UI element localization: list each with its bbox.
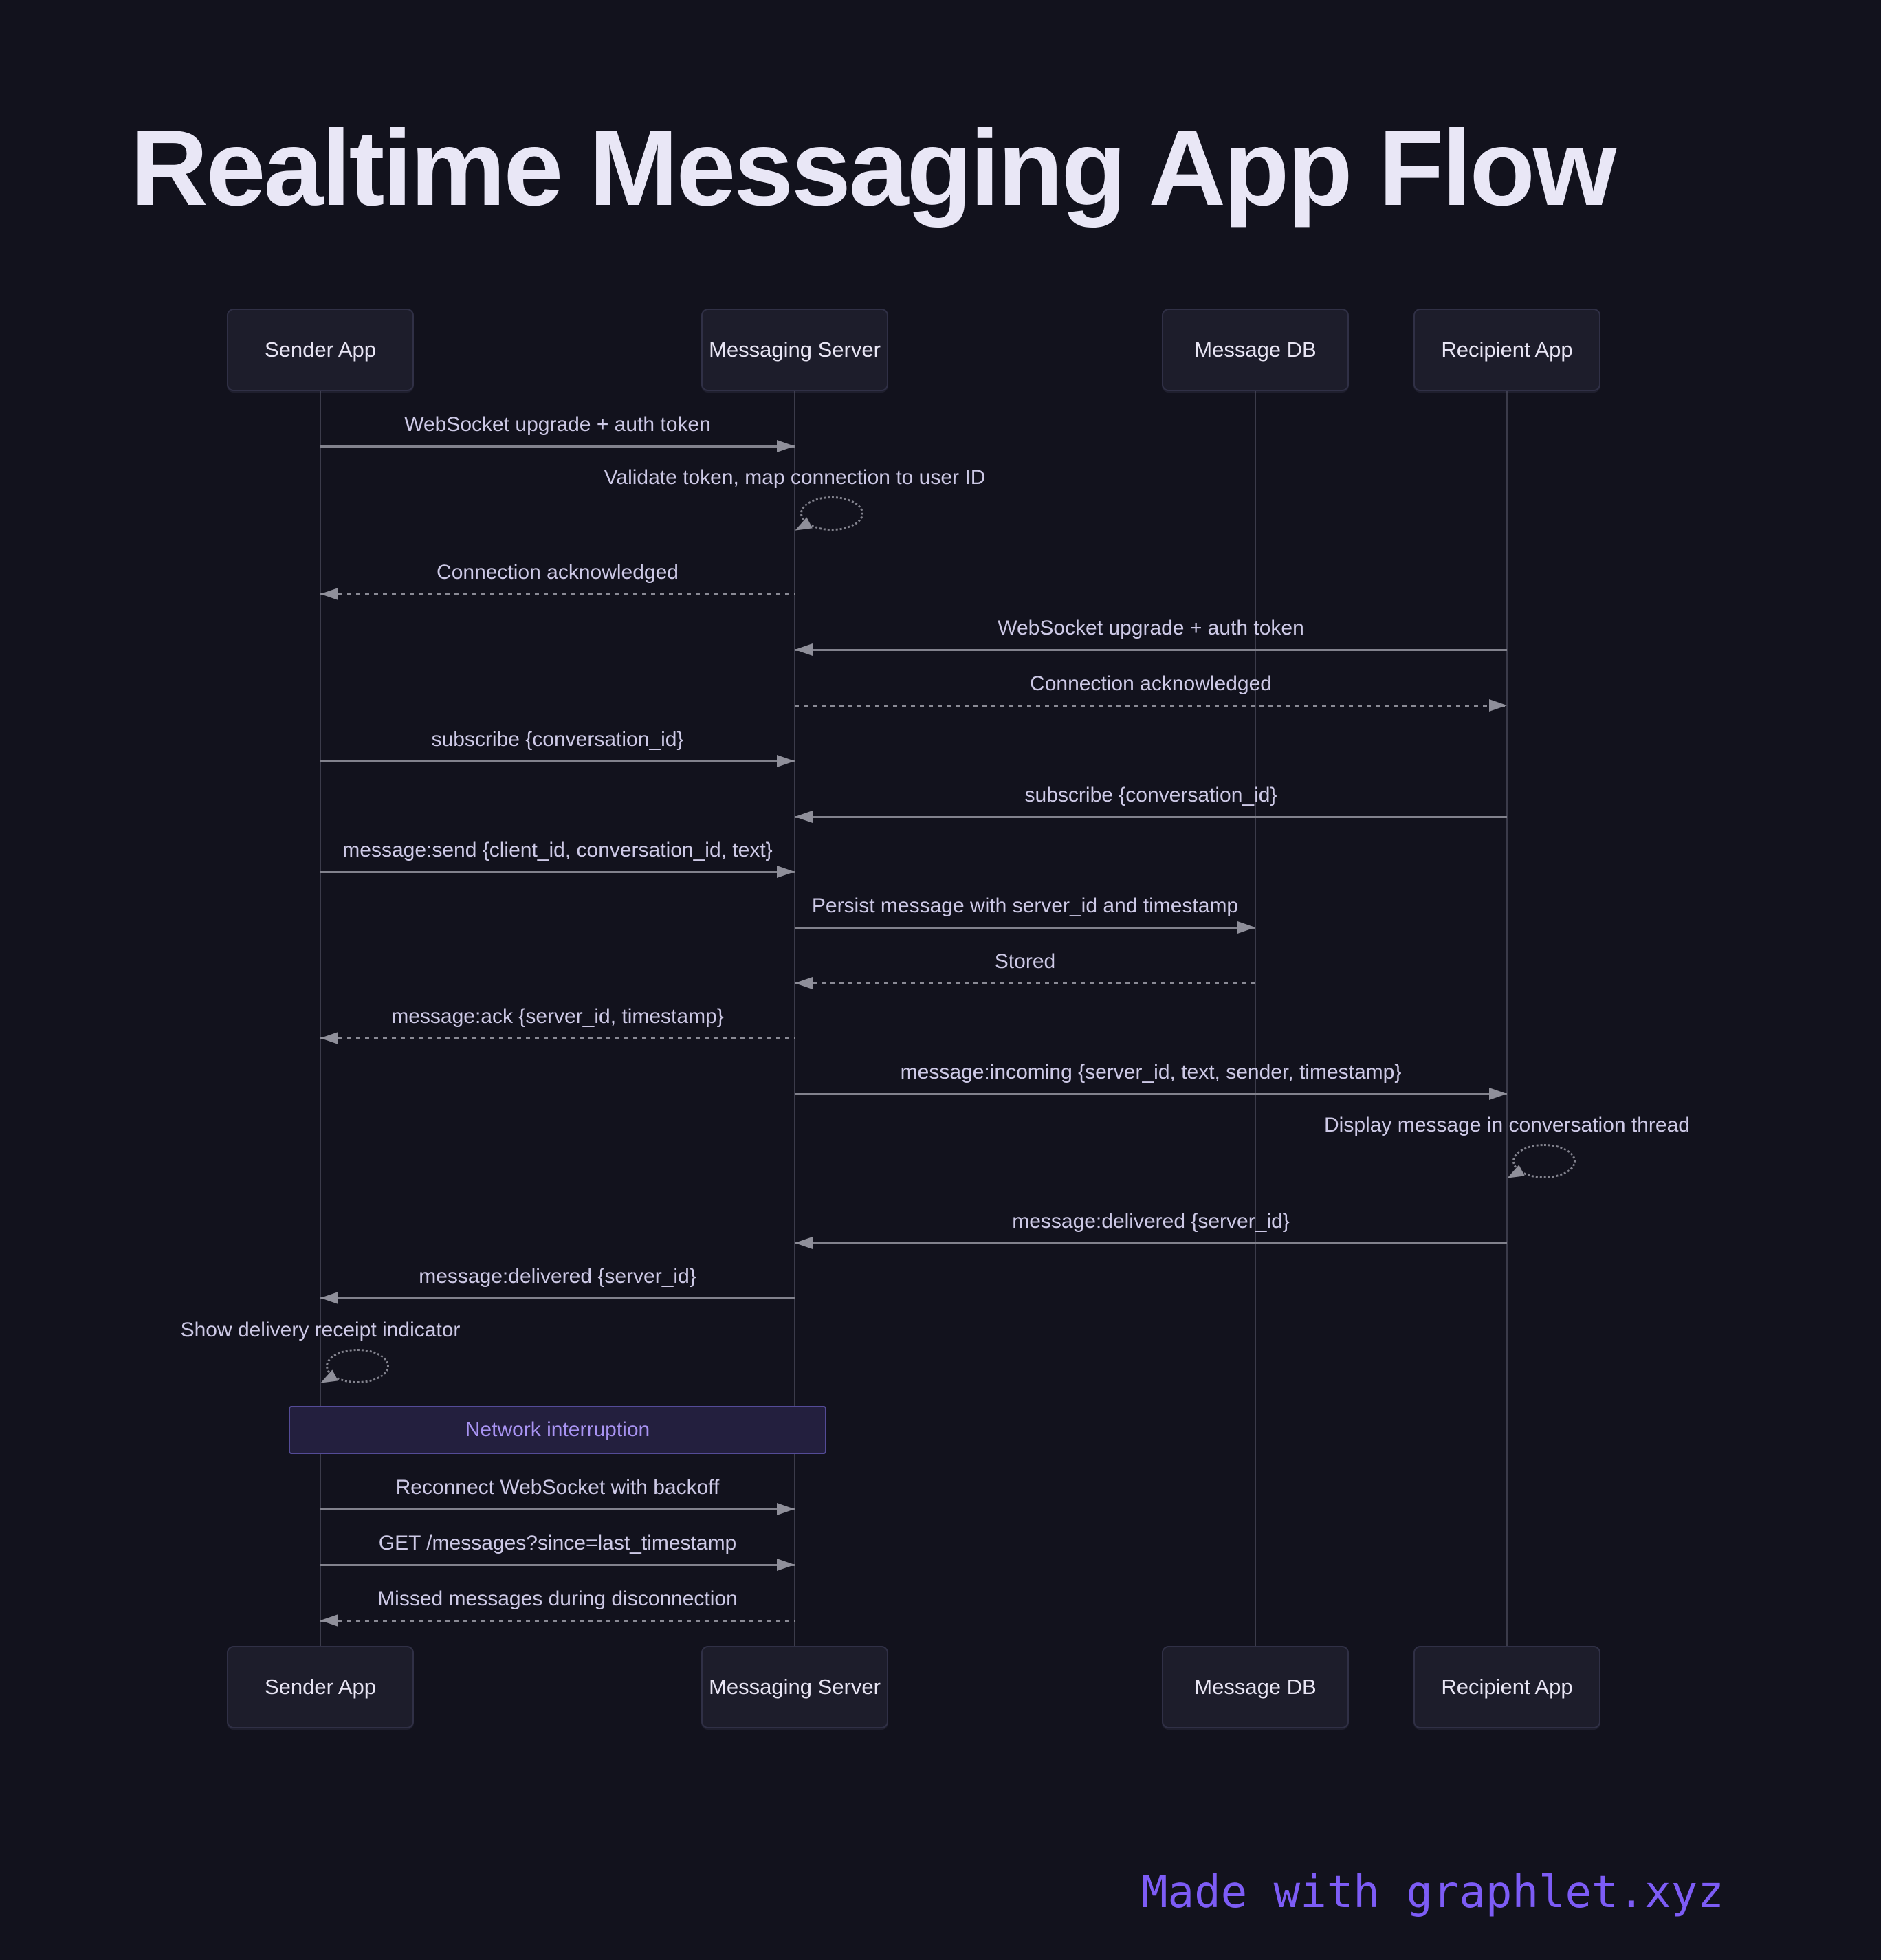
- message-label: Show delivery receipt indicator: [180, 1319, 461, 1341]
- message-ack: message:ack {server_id, timestamp}: [320, 997, 795, 1044]
- message-subscribe-recipient: subscribe {conversation_id}: [795, 775, 1507, 823]
- note-label: Network interruption: [465, 1418, 650, 1441]
- participant-label: Recipient App: [1441, 338, 1573, 362]
- self-message-validate-token: Validate token, map connection to user I…: [485, 466, 1104, 536]
- participant-label: Message DB: [1194, 1675, 1317, 1699]
- participant-messaging-server-top: Messaging Server: [701, 309, 888, 391]
- message-missed-messages: Missed messages during disconnection: [320, 1579, 795, 1627]
- participant-label: Recipient App: [1441, 1675, 1573, 1699]
- message-label: subscribe {conversation_id}: [1024, 784, 1277, 806]
- message-label: subscribe {conversation_id}: [431, 728, 684, 751]
- participant-label: Sender App: [264, 338, 377, 362]
- message-incoming: message:incoming {server_id, text, sende…: [795, 1053, 1507, 1100]
- message-arrow: [320, 1032, 795, 1044]
- message-connection-ack-sender: Connection acknowledged: [320, 553, 795, 600]
- message-label: message:send {client_id, conversation_id…: [342, 839, 773, 861]
- message-label: Validate token, map connection to user I…: [604, 466, 986, 489]
- message-label: Connection acknowledged: [1030, 672, 1272, 695]
- message-label: Persist message with server_id and times…: [811, 894, 1239, 917]
- self-message-display-message: Display message in conversation thread: [1198, 1114, 1816, 1184]
- message-label: Missed messages during disconnection: [377, 1587, 738, 1610]
- message-arrow: [795, 1237, 1507, 1249]
- message-get-missed: GET /messages?since=last_timestamp: [320, 1523, 795, 1571]
- message-arrow: [320, 866, 795, 878]
- lifeline-message-db: [1255, 391, 1256, 1646]
- footer-credit: Made with graphlet.xyz: [1141, 1867, 1724, 1918]
- self-loop: [318, 1349, 389, 1389]
- message-arrow: [320, 1559, 795, 1571]
- message-label: Connection acknowledged: [437, 561, 679, 584]
- message-label: Stored: [994, 950, 1056, 973]
- message-label: message:delivered {server_id}: [419, 1265, 696, 1288]
- participant-label: Messaging Server: [709, 338, 881, 362]
- message-delivered-sender: message:delivered {server_id}: [320, 1257, 795, 1304]
- self-message-show-receipt: Show delivery receipt indicator: [11, 1319, 630, 1389]
- message-arrow: [795, 977, 1255, 989]
- lifeline-sender-app: [320, 391, 321, 1646]
- participant-recipient-app-top: Recipient App: [1414, 309, 1600, 391]
- message-arrow: [320, 1503, 795, 1515]
- participant-label: Sender App: [264, 1675, 377, 1699]
- message-arrow: [795, 921, 1255, 934]
- message-label: GET /messages?since=last_timestamp: [378, 1532, 737, 1554]
- message-label: Reconnect WebSocket with backoff: [395, 1476, 720, 1499]
- participant-message-db-top: Message DB: [1162, 309, 1349, 391]
- message-arrow: [320, 755, 795, 767]
- participant-messaging-server-bottom: Messaging Server: [701, 1646, 888, 1728]
- message-arrow: [320, 588, 795, 600]
- participant-recipient-app-bottom: Recipient App: [1414, 1646, 1600, 1728]
- message-arrow: [795, 699, 1507, 712]
- message-label: WebSocket upgrade + auth token: [998, 617, 1304, 639]
- message-label: WebSocket upgrade + auth token: [404, 413, 711, 436]
- message-subscribe-sender: subscribe {conversation_id}: [320, 720, 795, 767]
- message-arrow: [320, 1614, 795, 1627]
- message-websocket-upgrade-recipient: WebSocket upgrade + auth token: [795, 608, 1507, 656]
- message-reconnect: Reconnect WebSocket with backoff: [320, 1468, 795, 1515]
- participant-message-db-bottom: Message DB: [1162, 1646, 1349, 1728]
- message-persist: Persist message with server_id and times…: [795, 886, 1255, 934]
- message-arrow: [795, 1088, 1507, 1100]
- lifeline-messaging-server: [794, 391, 795, 1646]
- message-delivered-recipient: message:delivered {server_id}: [795, 1202, 1507, 1249]
- message-stored: Stored: [795, 942, 1255, 989]
- lifeline-recipient-app: [1506, 391, 1508, 1646]
- participant-sender-app-top: Sender App: [227, 309, 414, 391]
- message-label: message:ack {server_id, timestamp}: [391, 1005, 724, 1028]
- participant-label: Messaging Server: [709, 1675, 881, 1699]
- self-loop: [1504, 1144, 1576, 1184]
- message-arrow: [320, 440, 795, 452]
- message-label: Display message in conversation thread: [1324, 1114, 1690, 1136]
- message-arrow: [795, 643, 1507, 656]
- message-label: message:incoming {server_id, text, sende…: [900, 1061, 1402, 1083]
- message-label: message:delivered {server_id}: [1012, 1210, 1290, 1233]
- participant-label: Message DB: [1194, 338, 1317, 362]
- message-arrow: [320, 1292, 795, 1304]
- message-websocket-upgrade-sender: WebSocket upgrade + auth token: [320, 405, 795, 452]
- note-network-interruption: Network interruption: [289, 1406, 826, 1454]
- message-arrow: [795, 811, 1507, 823]
- participant-sender-app-bottom: Sender App: [227, 1646, 414, 1728]
- message-send: message:send {client_id, conversation_id…: [320, 830, 795, 878]
- message-connection-ack-recipient: Connection acknowledged: [795, 664, 1507, 712]
- diagram-title: Realtime Messaging App Flow: [131, 109, 1616, 228]
- self-loop: [792, 496, 864, 536]
